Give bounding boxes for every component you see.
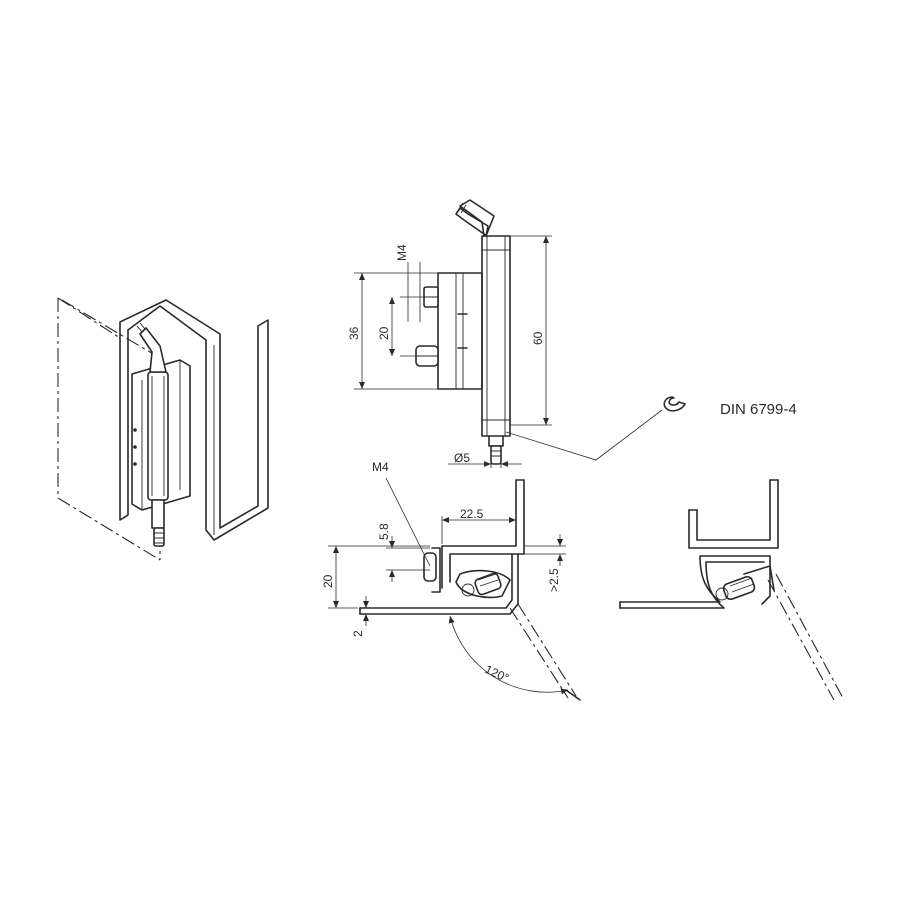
label-20-side: 20 (321, 574, 335, 588)
section-view-closed (619, 479, 845, 701)
label-2: 2 (351, 630, 365, 637)
section-view-open (328, 477, 581, 701)
dimension-labels: M4 36 20 60 Ø5 DIN 6799-4 M4 22.5 5.8 20… (321, 244, 797, 685)
label-60: 60 (531, 331, 545, 345)
label-5-8: 5.8 (377, 523, 391, 540)
label-diameter-5: Ø5 (454, 451, 470, 465)
label-m4-top: M4 (395, 244, 409, 261)
label-din: DIN 6799-4 (720, 401, 797, 418)
label-120: 120° (483, 662, 512, 685)
label-20-vertical: 20 (377, 326, 391, 340)
front-view (354, 199, 686, 468)
label-36: 36 (347, 326, 361, 340)
label-22-5: 22.5 (460, 507, 484, 521)
isometric-view (57, 297, 269, 561)
label-2-5: >2.5 (547, 568, 561, 592)
label-m4-side: M4 (372, 460, 389, 474)
